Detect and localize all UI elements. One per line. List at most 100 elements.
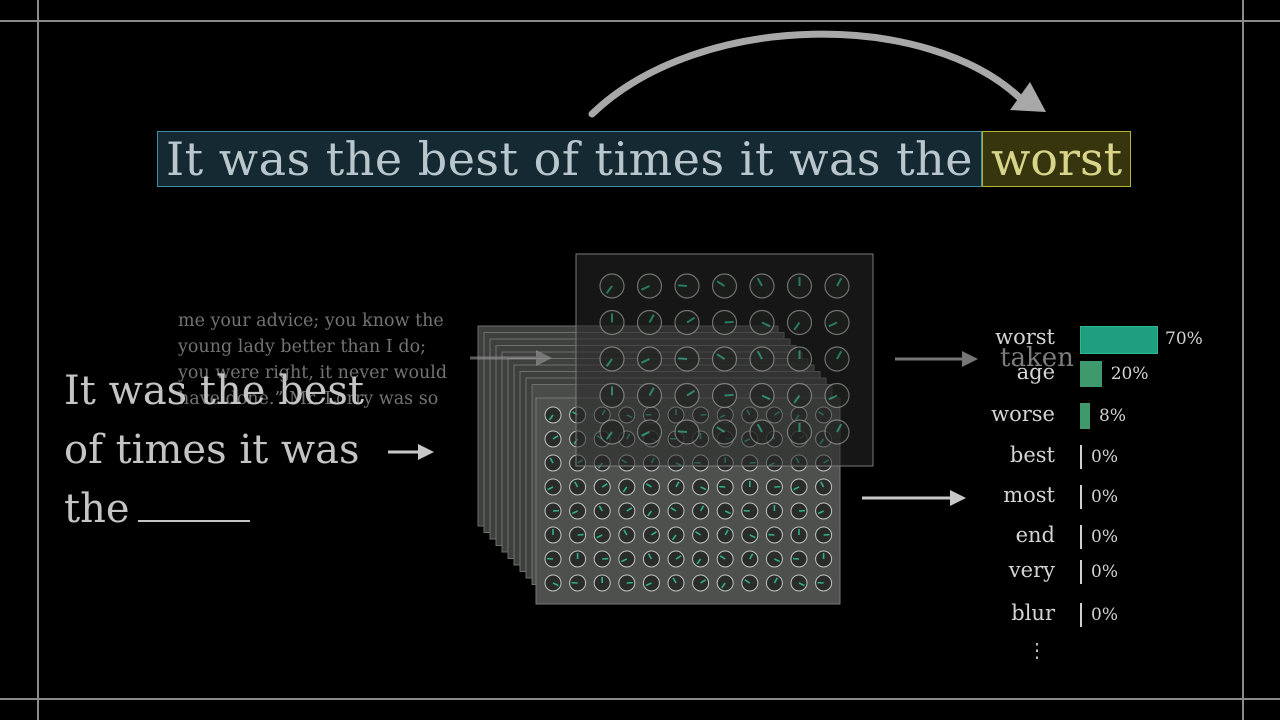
dial-icon — [569, 526, 587, 544]
dial-icon — [642, 574, 660, 592]
probability-percent: 0% — [1091, 527, 1118, 547]
more-indicator: ⋮ — [1027, 638, 1047, 662]
dial-icon — [786, 273, 813, 299]
faded-overlay-word: taken — [1000, 343, 1074, 373]
dial-icon — [569, 502, 587, 520]
dial-icon — [692, 574, 710, 592]
dial-icon — [824, 419, 850, 445]
dial-icon — [749, 419, 775, 445]
dial-icon — [544, 406, 562, 424]
probability-percent: 0% — [1091, 487, 1118, 507]
dial-icon — [741, 502, 759, 520]
right-arrow-icon — [895, 351, 978, 367]
dial-icon — [593, 478, 611, 496]
probability-bar — [1080, 326, 1158, 354]
dial-icon — [824, 346, 850, 372]
dial-icon — [749, 346, 775, 372]
dial-icon — [599, 382, 625, 409]
context-text: It was the best of times it was the — [157, 131, 982, 187]
dial-icon — [636, 309, 663, 336]
dial-icon — [741, 526, 759, 544]
dial-icon — [765, 574, 783, 592]
dial-icon — [593, 550, 611, 568]
dial-icon — [741, 550, 759, 568]
dial-icon — [569, 574, 587, 592]
probability-bar-empty — [1080, 485, 1082, 509]
dial-icon — [815, 502, 833, 520]
dial-icon — [741, 574, 759, 592]
dial-icon — [765, 526, 783, 544]
probability-bar-empty — [1080, 525, 1082, 549]
dial-icon — [636, 346, 663, 372]
dial-icon — [711, 419, 738, 445]
right-arrow-icon — [862, 490, 966, 506]
prompt-line: the — [64, 486, 130, 532]
dial-icon — [749, 382, 775, 409]
dial-icon — [618, 502, 636, 520]
frame-bottom-line — [0, 698, 1280, 700]
dial-icon — [716, 550, 734, 568]
dial-icon — [786, 346, 813, 372]
dial-icon — [786, 382, 813, 409]
dial-icon — [692, 526, 710, 544]
dial-icon — [790, 478, 808, 496]
prompt-line: of times it was — [64, 427, 360, 473]
frame-right-line — [1242, 0, 1244, 720]
training-text-line: have done.” Mr. Lorry was so — [178, 389, 439, 409]
prompt-line: It was the best — [64, 368, 365, 414]
prediction-word: worse — [991, 402, 1055, 426]
dial-icon — [544, 550, 562, 568]
dial-icon — [786, 419, 813, 445]
dial-icon — [618, 478, 636, 496]
prediction-word: best — [1009, 443, 1055, 467]
training-text-line: you were right, it never would — [178, 363, 448, 383]
prompt-line-last: the — [64, 480, 364, 539]
dial-icon — [593, 502, 611, 520]
dial-icon — [599, 419, 625, 445]
dial-icon — [786, 309, 813, 336]
dial-icon — [716, 478, 734, 496]
probability-bar — [1080, 361, 1102, 387]
dial-icon — [674, 273, 700, 299]
dial-icon — [749, 273, 775, 299]
dial-icon — [618, 526, 636, 544]
probability-bar-empty — [1080, 560, 1082, 584]
prediction-word: blur — [1011, 601, 1055, 625]
probability-percent: 0% — [1091, 562, 1118, 582]
network-back-panel — [575, 253, 874, 467]
dial-icon — [716, 574, 734, 592]
dial-icon — [749, 309, 775, 336]
dial-icon — [815, 526, 833, 544]
dial-icon — [636, 419, 663, 445]
dial-icon — [667, 502, 685, 520]
dial-icon — [593, 574, 611, 592]
dial-icon — [765, 550, 783, 568]
probability-bar-empty — [1080, 445, 1082, 469]
dial-icon — [711, 273, 738, 299]
dial-icon — [711, 309, 738, 336]
dial-icon — [642, 550, 660, 568]
prediction-word: very — [1008, 558, 1055, 582]
dial-icon — [790, 574, 808, 592]
dial-icon — [674, 382, 700, 409]
dial-icon — [618, 550, 636, 568]
dial-icon — [642, 526, 660, 544]
frame-left-line — [37, 0, 39, 720]
probability-bar-empty — [1080, 603, 1082, 627]
prompt-text: It was the best of times it was the — [64, 362, 364, 539]
dial-icon — [667, 550, 685, 568]
dial-icon — [692, 550, 710, 568]
frame-top-line — [0, 20, 1280, 22]
dial-icon — [642, 478, 660, 496]
dial-icon — [815, 478, 833, 496]
right-arrow-icon — [388, 444, 434, 460]
input-sentence: It was the best of times it was the wors… — [157, 131, 1132, 187]
dial-icon — [599, 309, 625, 336]
probability-percent: 70% — [1165, 329, 1203, 349]
dial-icon — [716, 526, 734, 544]
dial-icon — [674, 419, 700, 445]
probability-percent: 0% — [1091, 447, 1118, 467]
prediction-word: most — [1003, 483, 1055, 507]
training-text-snippet: me your advice; you know the young lady … — [178, 308, 468, 412]
dial-icon — [667, 478, 685, 496]
